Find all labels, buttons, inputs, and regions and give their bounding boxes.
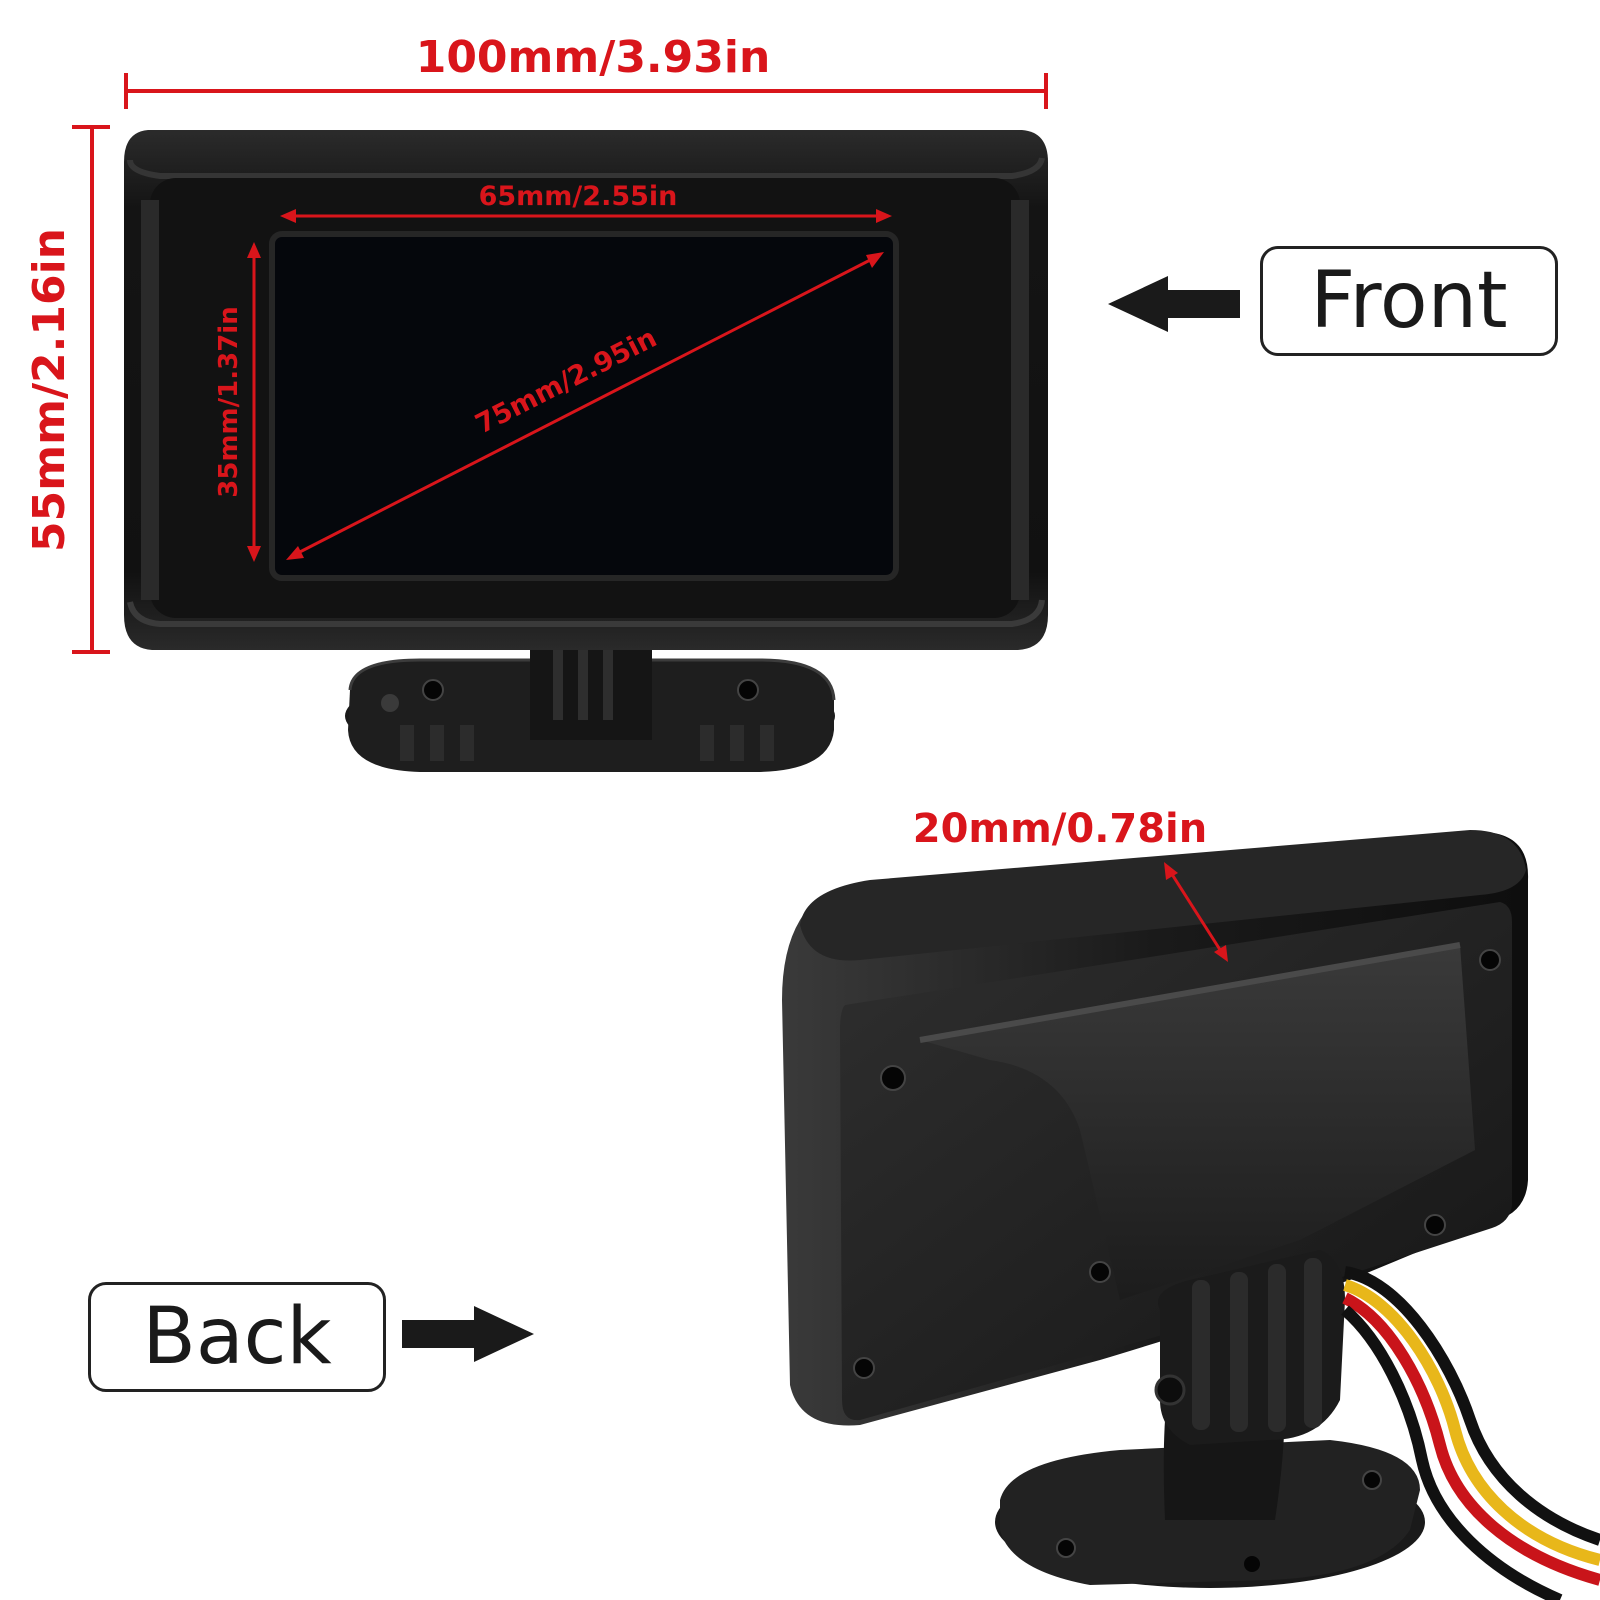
back-stand — [995, 1360, 1425, 1588]
overall-height-label: 55mm/2.16in — [24, 228, 75, 552]
back-label: Back — [88, 1282, 386, 1392]
screen-height-dimension: 35mm/1.37in — [214, 242, 261, 562]
arrow-left-icon — [1108, 276, 1240, 332]
screen-width-label: 65mm/2.55in — [479, 181, 678, 212]
overall-width-dimension: 100mm/3.93in — [124, 32, 1048, 109]
front-view-device — [124, 130, 1048, 772]
screen-height-label: 35mm/1.37in — [214, 306, 244, 497]
front-stand — [345, 650, 836, 772]
back-view-device — [782, 830, 1600, 1600]
screen-width-dimension: 65mm/2.55in — [280, 181, 892, 223]
back-pivot-mount — [1154, 1250, 1345, 1445]
depth-label: 20mm/0.78in — [913, 806, 1208, 852]
depth-dimension: 20mm/0.78in — [913, 806, 1228, 962]
front-label: Front — [1260, 246, 1558, 356]
overall-height-dimension: 55mm/2.16in — [24, 125, 110, 654]
overall-width-label: 100mm/3.93in — [416, 32, 771, 83]
wire-bundle — [1341, 1266, 1600, 1600]
arrow-right-icon — [402, 1306, 534, 1362]
